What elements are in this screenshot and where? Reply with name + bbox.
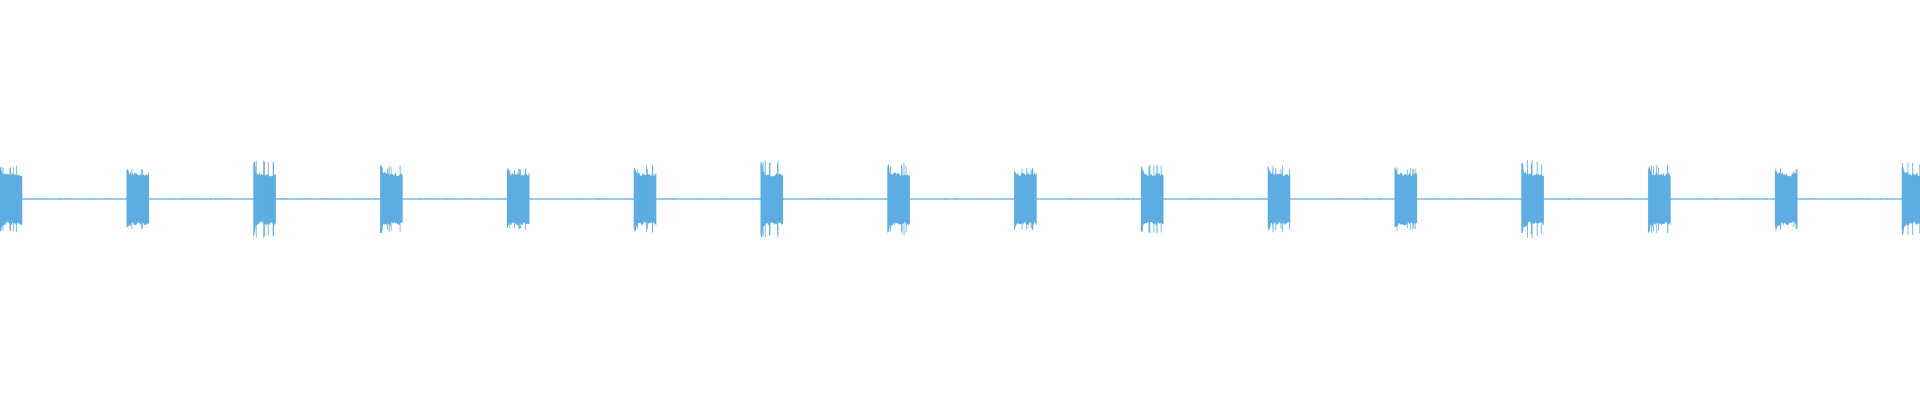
waveform-bursts: [0, 160, 1920, 238]
waveform-burst: [1394, 167, 1418, 228]
waveform-burst: [506, 167, 530, 229]
waveform-burst: [1267, 166, 1291, 232]
waveform-burst: [760, 162, 784, 238]
waveform-burst: [1901, 167, 1920, 234]
waveform-burst: [1648, 166, 1671, 234]
waveform-burst: [1521, 162, 1544, 234]
waveform-burst: [633, 168, 657, 232]
waveform-burst: [126, 168, 150, 229]
